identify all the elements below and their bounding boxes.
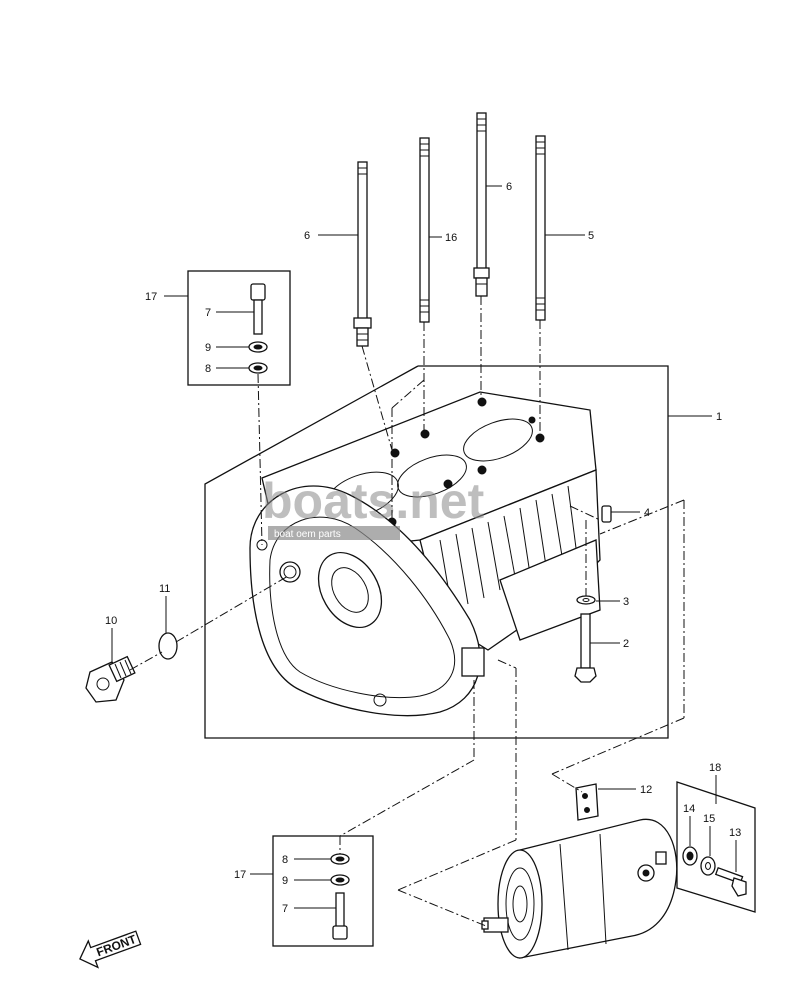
leader-lines	[111, 185, 737, 909]
callout-8-top: 8	[205, 363, 211, 375]
bolt-group-box-bottom	[272, 835, 374, 947]
stud-6-left	[353, 161, 372, 347]
callout-16: 16	[445, 232, 457, 244]
callout-6-left: 6	[304, 230, 310, 242]
washer-9-top	[248, 341, 268, 353]
stud-5	[535, 135, 546, 321]
callout-1: 1	[716, 411, 722, 423]
washer-3	[576, 595, 596, 605]
crankcase-body	[249, 391, 612, 717]
bolt-2	[574, 613, 597, 683]
bolt-7-top	[250, 283, 266, 335]
crankcase-assembly-boundary	[204, 365, 669, 739]
front-label: FRONT	[94, 932, 138, 960]
stud-6-right	[473, 112, 490, 297]
o-ring-11	[158, 632, 178, 660]
bolt-group-box-top	[187, 270, 291, 386]
callout-17-top: 17	[145, 291, 157, 303]
washer-8-top	[248, 362, 268, 374]
callout-12: 12	[640, 784, 652, 796]
plate-12	[575, 783, 599, 821]
bolt-13	[714, 866, 747, 897]
callout-7-bottom: 7	[282, 903, 288, 915]
callout-9-top: 9	[205, 342, 211, 354]
callout-6-right: 6	[506, 181, 512, 193]
callout-7-top: 7	[205, 307, 211, 319]
callout-5: 5	[588, 230, 594, 242]
stud-16	[419, 137, 430, 323]
callout-13: 13	[729, 827, 741, 839]
callout-17-bottom: 17	[234, 869, 246, 881]
callout-11: 11	[159, 583, 170, 595]
callout-9-bottom: 9	[282, 875, 288, 887]
washer-9-bottom	[330, 874, 350, 886]
callout-2: 2	[623, 638, 629, 650]
drain-plug-10	[85, 655, 136, 703]
watermark: boats.net boat oem parts	[262, 473, 485, 540]
watermark-main: boats.net	[262, 473, 485, 529]
callout-4: 4	[644, 507, 650, 519]
washer-8-bottom	[330, 853, 350, 865]
callout-15: 15	[703, 813, 715, 825]
watermark-sub: boat oem parts	[274, 529, 341, 540]
callout-14: 14	[683, 803, 695, 815]
callouts: 6 16 6 5 17 7 9 8 1 4 3 2 10 11 12 18 14…	[105, 181, 741, 915]
nut-14	[682, 846, 698, 866]
front-arrow: FRONT	[79, 930, 142, 969]
starter-hardware-box	[676, 781, 756, 913]
callout-8-bottom: 8	[282, 854, 288, 866]
alignment-lines	[129, 296, 685, 927]
bolt-7-bottom	[332, 892, 348, 940]
callout-10: 10	[105, 615, 117, 627]
washer-15	[700, 856, 716, 876]
callout-18: 18	[709, 762, 721, 774]
starter-motor	[481, 818, 678, 959]
callout-3: 3	[623, 596, 629, 608]
